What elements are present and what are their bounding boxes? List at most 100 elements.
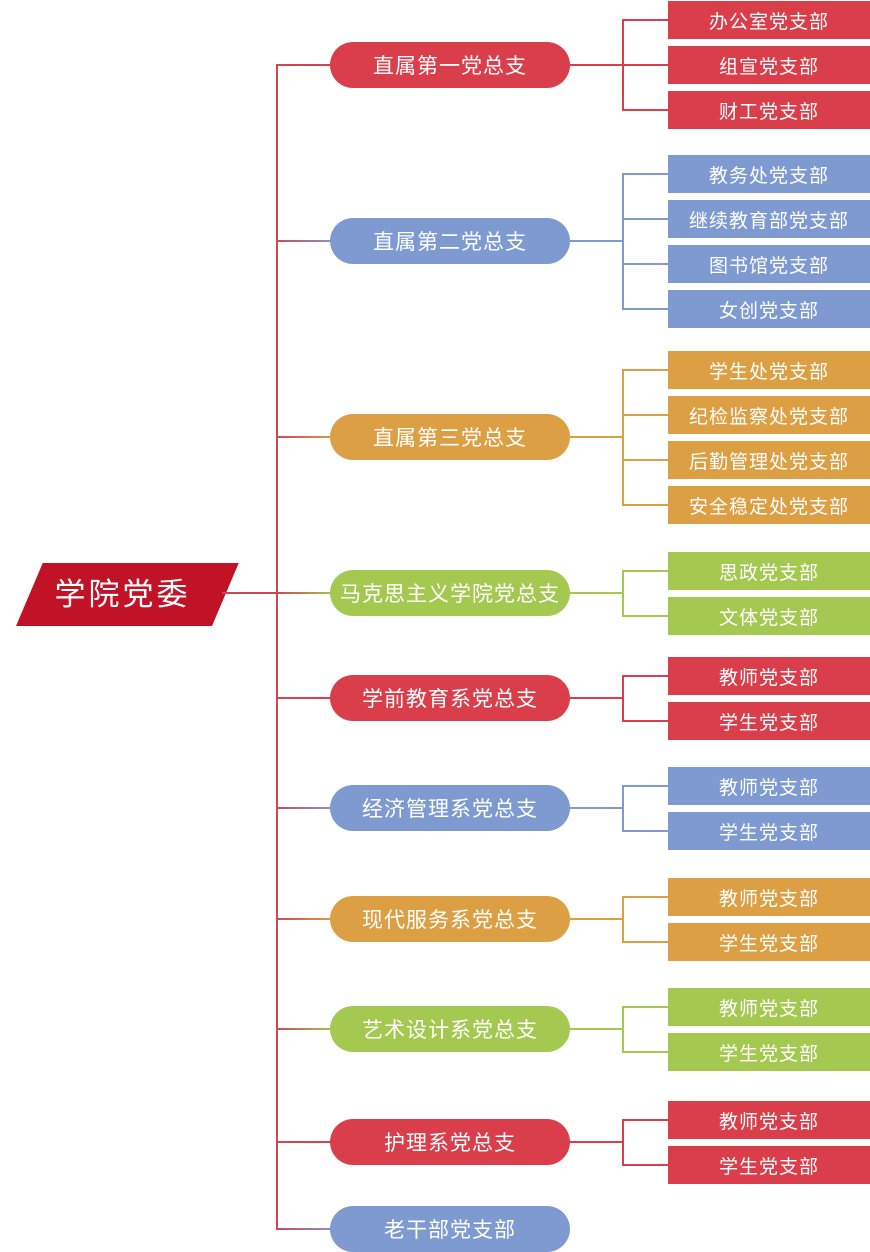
child-stub-line (622, 1051, 668, 1053)
bracket-line (622, 369, 624, 506)
child-stub-line (622, 414, 668, 416)
child-node-label: 学生党支部 (718, 933, 819, 955)
branch-pill: 老干部党支部 (330, 1206, 570, 1252)
branch-connector-line (276, 918, 334, 920)
branch-pill: 马克思主义学院党总支 (330, 570, 570, 616)
child-stub-line (622, 896, 668, 898)
child-stub-line (622, 263, 668, 265)
child-node-label: 安全稳定处党支部 (688, 496, 849, 518)
bracket-line (622, 785, 624, 832)
branch-connector-line (276, 1028, 334, 1030)
branch-pill-label: 艺术设计系党总支 (362, 1019, 538, 1042)
child-stub-line (622, 675, 668, 677)
pill-bracket-line (570, 64, 624, 66)
branch-pill-label: 马克思主义学院党总支 (340, 583, 560, 606)
pill-bracket-line (570, 240, 624, 242)
child-node-label: 办公室党支部 (708, 11, 829, 33)
child-node-label: 教师党支部 (718, 998, 819, 1020)
child-node-label: 教师党支部 (718, 1111, 819, 1133)
child-node-label: 教师党支部 (718, 777, 819, 799)
child-node: 学生党支部 (668, 702, 870, 740)
child-node: 文体党支部 (668, 597, 870, 635)
branch-pill: 艺术设计系党总支 (330, 1006, 570, 1052)
branch-pill-label: 经济管理系党总支 (362, 798, 538, 821)
branch-connector-line (276, 1141, 334, 1143)
branch-pill: 现代服务系党总支 (330, 896, 570, 942)
child-node-label: 女创党支部 (718, 300, 819, 322)
child-node: 图书馆党支部 (668, 245, 870, 283)
branch-connector-line (276, 436, 334, 438)
trunk-line (276, 64, 278, 1230)
child-stub-line (622, 1164, 668, 1166)
child-node: 教务处党支部 (668, 155, 870, 193)
branch-connector-line (276, 64, 334, 66)
child-node-label: 学生党支部 (718, 1156, 819, 1178)
child-node: 思政党支部 (668, 552, 870, 590)
child-stub-line (622, 459, 668, 461)
branch-connector-line (276, 592, 334, 594)
pill-bracket-line (570, 1141, 624, 1143)
child-node: 学生党支部 (668, 1146, 870, 1184)
branch-pill-label: 现代服务系党总支 (362, 909, 538, 932)
child-node-label: 文体党支部 (718, 607, 819, 629)
branch-pill: 护理系党总支 (330, 1119, 570, 1165)
child-node-label: 图书馆党支部 (708, 255, 829, 277)
pill-bracket-line (570, 1028, 624, 1030)
bracket-line (622, 570, 624, 617)
bracket-line (622, 1119, 624, 1166)
child-node: 教师党支部 (668, 878, 870, 916)
child-node-label: 纪检监察处党支部 (688, 406, 849, 428)
child-node: 学生党支部 (668, 923, 870, 961)
child-node: 学生处党支部 (668, 351, 870, 389)
child-stub-line (622, 218, 668, 220)
branch-connector-line (276, 240, 334, 242)
branch-connector-line (276, 1228, 334, 1230)
child-stub-line (622, 941, 668, 943)
child-stub-line (622, 173, 668, 175)
branch-pill: 经济管理系党总支 (330, 785, 570, 831)
child-node: 学生党支部 (668, 812, 870, 850)
child-node: 教师党支部 (668, 1101, 870, 1139)
child-node: 继续教育部党支部 (668, 200, 870, 238)
root-connector-line (222, 592, 276, 594)
branch-pill: 学前教育系党总支 (330, 675, 570, 721)
child-stub-line (622, 830, 668, 832)
root-node-label: 学院党委 (54, 577, 191, 612)
child-node-label: 学生党支部 (718, 712, 819, 734)
child-node: 教师党支部 (668, 657, 870, 695)
child-stub-line (622, 1006, 668, 1008)
child-node: 女创党支部 (668, 290, 870, 328)
branch-pill-label: 学前教育系党总支 (362, 688, 538, 711)
child-node: 学生党支部 (668, 1033, 870, 1071)
child-node: 办公室党支部 (668, 1, 870, 39)
branch-pill: 直属第二党总支 (330, 218, 570, 264)
child-node-label: 教师党支部 (718, 888, 819, 910)
child-stub-line (622, 504, 668, 506)
branch-connector-line (276, 807, 334, 809)
child-node-label: 学生党支部 (718, 822, 819, 844)
child-node-label: 组宣党支部 (718, 56, 819, 78)
child-node: 组宣党支部 (668, 46, 870, 84)
child-node: 财工党支部 (668, 91, 870, 129)
child-stub-line (622, 1119, 668, 1121)
child-node-label: 教务处党支部 (708, 165, 829, 187)
child-node: 安全稳定处党支部 (668, 486, 870, 524)
pill-bracket-line (570, 697, 624, 699)
branch-pill-label: 护理系党总支 (384, 1132, 516, 1155)
pill-bracket-line (570, 592, 624, 594)
branch-pill-label: 老干部党支部 (384, 1219, 516, 1242)
child-stub-line (622, 720, 668, 722)
child-node-label: 财工党支部 (718, 101, 819, 123)
child-node-label: 思政党支部 (718, 562, 819, 584)
child-stub-line (622, 109, 668, 111)
child-stub-line (622, 785, 668, 787)
child-node: 后勤管理处党支部 (668, 441, 870, 479)
branch-pill-label: 直属第二党总支 (373, 231, 527, 254)
child-stub-line (622, 570, 668, 572)
bracket-line (622, 896, 624, 943)
child-stub-line (622, 308, 668, 310)
branch-connector-line (276, 697, 334, 699)
branch-pill: 直属第三党总支 (330, 414, 570, 460)
child-stub-line (622, 369, 668, 371)
